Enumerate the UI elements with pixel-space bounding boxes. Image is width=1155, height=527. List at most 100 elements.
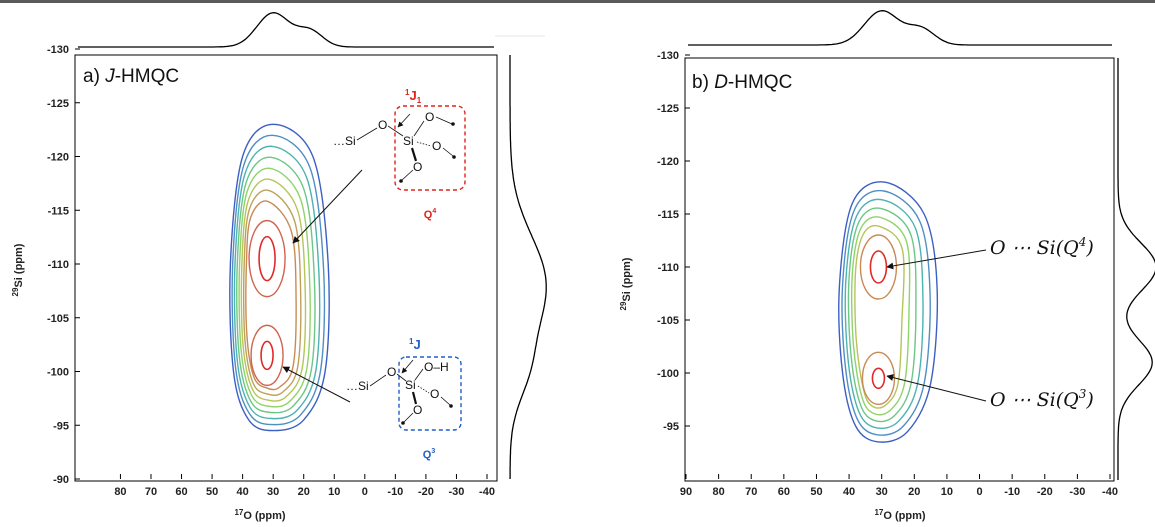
y-tick-label: -130 xyxy=(47,44,69,56)
q3-o-3: O xyxy=(413,403,422,417)
q4-central-si: Si xyxy=(403,134,414,148)
contour-level-3 xyxy=(233,145,321,420)
panel-b-contours xyxy=(838,181,939,443)
y-tick-label: -120 xyxy=(47,152,69,164)
x-tick-label: -10 xyxy=(387,486,403,498)
y-tick-label: -120 xyxy=(657,156,679,168)
q3-bond-1 xyxy=(369,374,387,387)
q3-bond-3 xyxy=(414,368,424,381)
q3-bond-2 xyxy=(396,373,407,382)
panel-b-title: b) D-HMQC xyxy=(692,72,792,93)
panel-a-f1-projection xyxy=(509,55,547,480)
contour-level-5 xyxy=(850,216,911,416)
y-tick-label: -115 xyxy=(48,205,69,217)
x-tick-label: 20 xyxy=(908,486,920,498)
y-tick-label: -100 xyxy=(657,368,679,380)
q4-correlation-arrow xyxy=(886,249,987,270)
q3-o-2: O xyxy=(430,387,439,401)
y-tick-label: -110 xyxy=(658,262,679,274)
q3-correlation-arrow xyxy=(886,374,987,402)
panel-b-frame xyxy=(684,57,1115,482)
y-tick-label: -100 xyxy=(47,367,69,379)
y-tick-label: -125 xyxy=(657,103,679,115)
contour-level-3 xyxy=(844,198,924,430)
top-border-line xyxy=(0,0,1155,3)
q4-si-chain: …Si xyxy=(333,134,356,148)
contour-level-5 xyxy=(238,167,311,408)
contour-level-4 xyxy=(847,207,917,423)
x-tick-label: 70 xyxy=(145,486,157,498)
y-tick-label: -110 xyxy=(48,259,69,271)
q4-bond-2 xyxy=(387,125,404,137)
panel-a-y-axis-label: 29Si (ppm) xyxy=(11,243,25,296)
panel-b-x-axis-label: 17O (ppm) xyxy=(874,508,925,522)
q3-peak-arrow xyxy=(282,366,351,403)
x-tick-label: -20 xyxy=(418,486,434,498)
x-tick-label: 20 xyxy=(298,486,310,498)
contour-level-6 xyxy=(240,178,307,402)
y-tick-label: -130 xyxy=(657,50,679,62)
y-tick-label: -115 xyxy=(658,209,679,221)
contour-level-4 xyxy=(236,156,316,414)
x-tick-label: 50 xyxy=(206,486,218,498)
panel-b-y-ticks: -130 -125 -120 -115 -110 -105 -100 -95 xyxy=(657,50,690,433)
y-tick-label: -105 xyxy=(47,313,69,325)
q4-o-2: O xyxy=(432,139,441,153)
q4-bridging-o: O xyxy=(378,118,387,132)
x-tick-label: -30 xyxy=(449,486,465,498)
q4-terminal-3 xyxy=(399,179,403,183)
contour-level-8 xyxy=(245,200,297,391)
contour-level-2 xyxy=(841,189,931,436)
q3-terminal-2 xyxy=(401,421,405,425)
q4-coupling-label: 1J1 xyxy=(405,88,422,105)
contour-level-2 xyxy=(231,134,326,426)
x-tick-label: 50 xyxy=(810,486,822,498)
peak-ring-2 xyxy=(861,351,896,405)
q4-bond-5 xyxy=(410,147,418,162)
x-tick-label: 70 xyxy=(745,486,757,498)
q3-dashed-box xyxy=(398,356,462,431)
x-tick-label: 60 xyxy=(175,486,187,498)
q4-bond-6 xyxy=(435,116,453,125)
peak-ring-2 xyxy=(250,324,284,387)
x-tick-label: 0 xyxy=(976,486,982,498)
contour-level-1 xyxy=(229,123,330,432)
x-tick-label: -30 xyxy=(1069,486,1085,498)
y-tick-label: -105 xyxy=(657,315,679,327)
q4-bond-7 xyxy=(442,147,454,157)
panel-a-f2-projection xyxy=(78,12,494,48)
q3-central-si: Si xyxy=(405,378,416,392)
q3-terminal-1 xyxy=(449,404,453,408)
q3-bond-4 xyxy=(417,385,430,394)
q4-o-3: O xyxy=(413,160,422,174)
q4-dashed-box xyxy=(394,105,466,191)
panel-a-title: a) J-HMQC xyxy=(83,66,179,87)
q4-peak-arrow xyxy=(292,169,363,244)
q4-bond-3 xyxy=(413,120,425,137)
y-tick-label: -95 xyxy=(663,421,679,433)
q4-site-label: Q4 xyxy=(424,208,437,221)
x-tick-label: 80 xyxy=(712,486,724,498)
x-tick-label: 30 xyxy=(267,486,279,498)
q3-site-label: Q3 xyxy=(423,448,436,461)
x-tick-label: -20 xyxy=(1037,486,1053,498)
contour-level-7 xyxy=(242,189,302,396)
panel-b-f2-projection xyxy=(688,10,1112,46)
q4-terminal-1 xyxy=(451,122,455,126)
y-tick-label: -90 xyxy=(53,474,69,486)
q4-coupling-arrow xyxy=(397,113,411,128)
q4-structure: 1J1 …Si O Si O O O Q4 xyxy=(333,88,466,221)
x-tick-label: -10 xyxy=(1004,486,1020,498)
x-tick-label: 60 xyxy=(778,486,790,498)
x-tick-label: 40 xyxy=(237,486,249,498)
x-tick-label: 0 xyxy=(362,486,368,498)
q3-correlation-label: O ⋯ Si(Q3) xyxy=(990,387,1094,411)
q3-coupling-arrow xyxy=(401,359,414,374)
panel-b-y-axis-label: 29Si (ppm) xyxy=(619,257,633,310)
x-tick-label: 10 xyxy=(941,486,953,498)
x-tick-label: 80 xyxy=(114,486,126,498)
q4-correlation-label: O ⋯ Si(Q4) xyxy=(990,235,1094,259)
x-tick-label: 10 xyxy=(328,486,340,498)
